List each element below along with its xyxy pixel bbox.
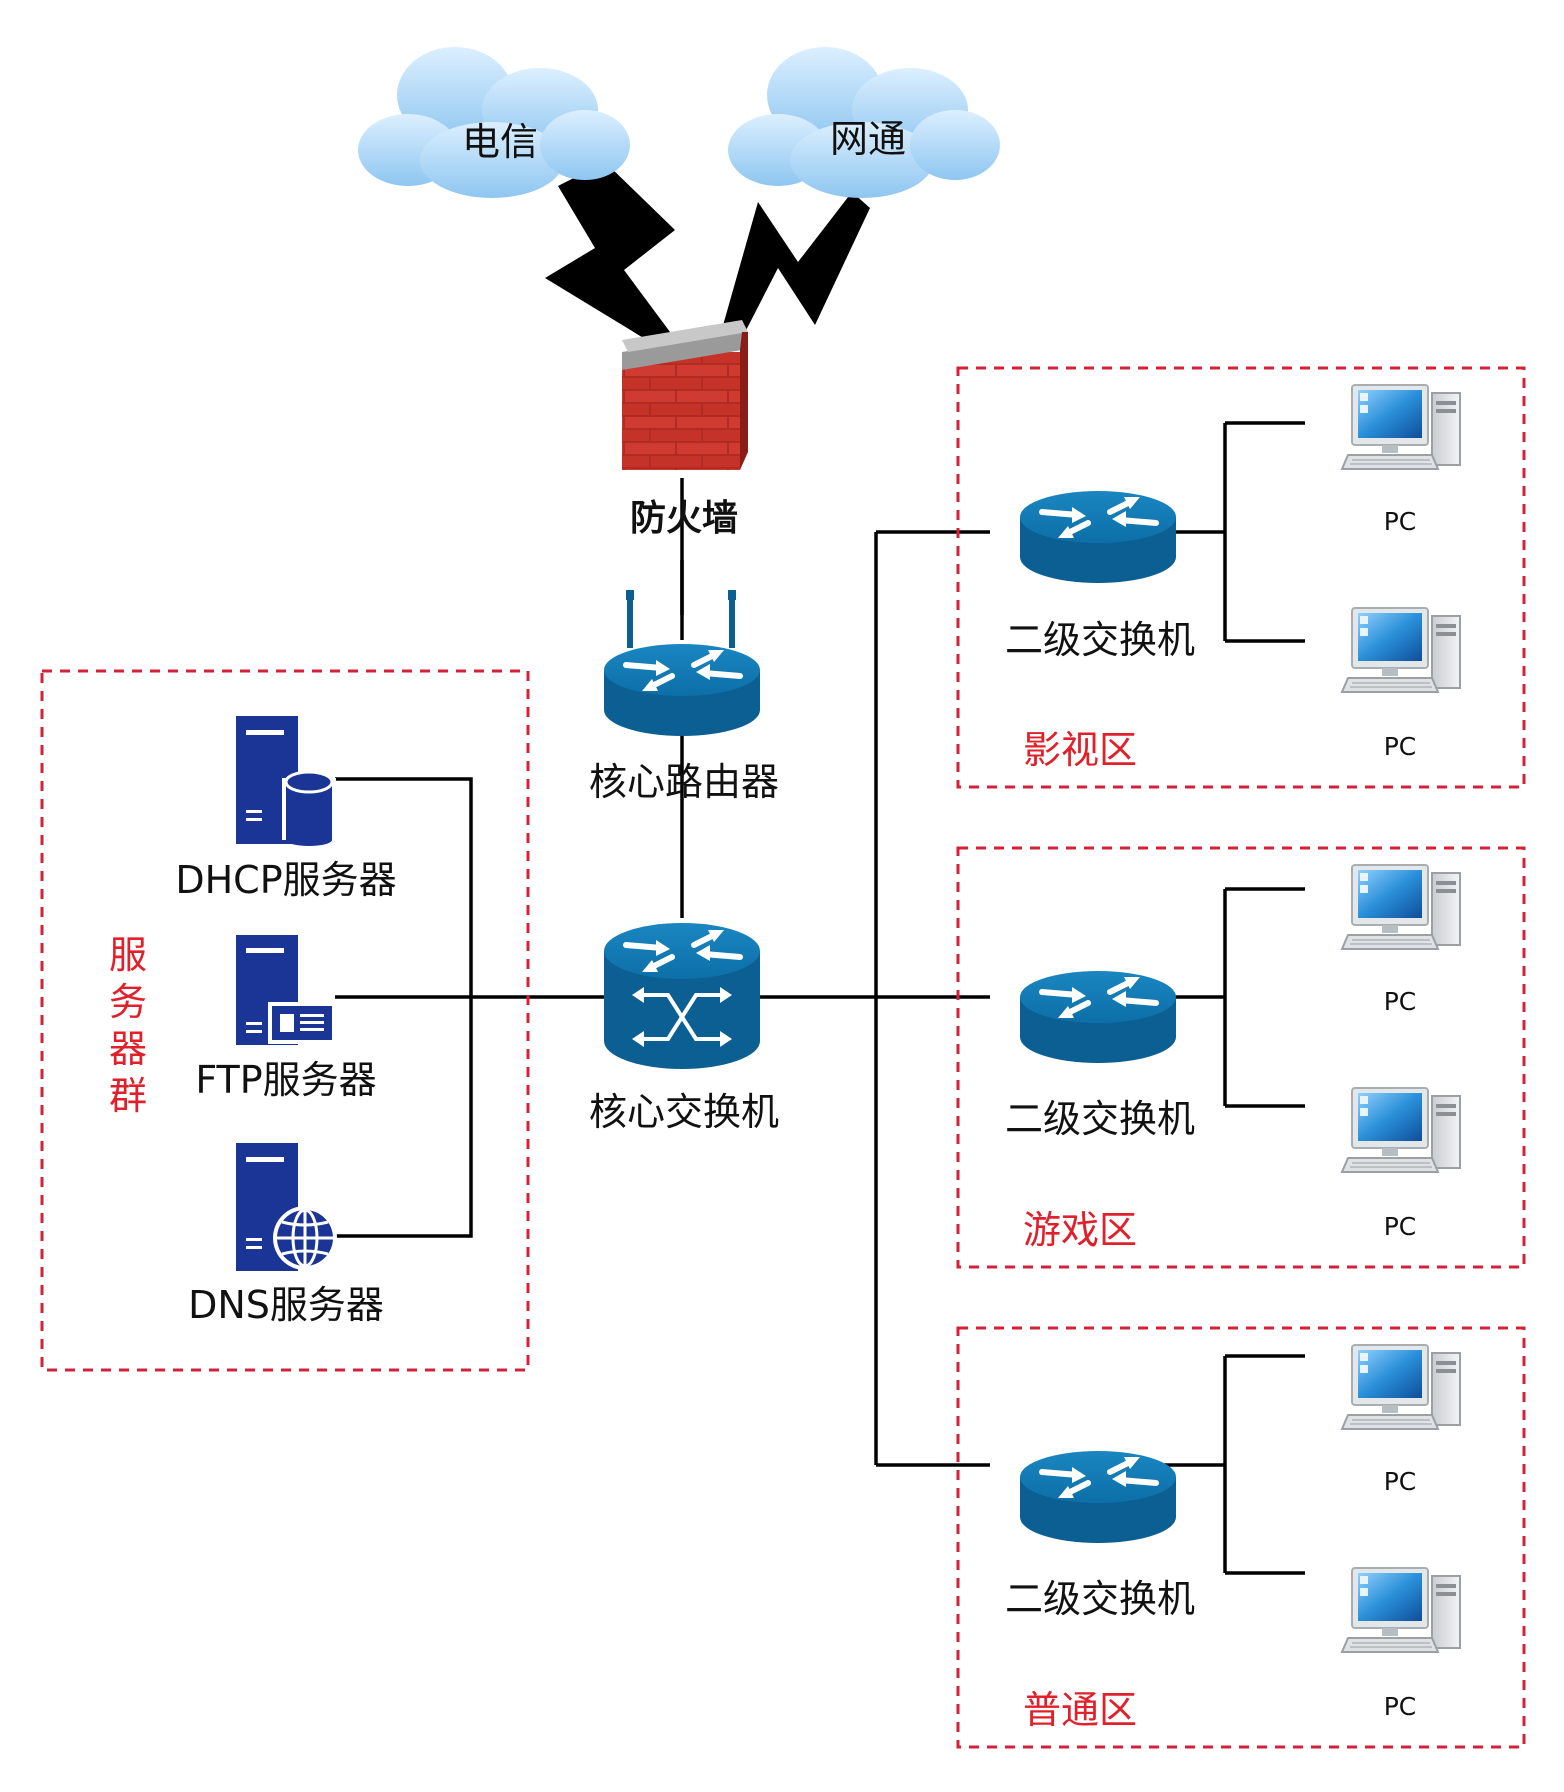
zone-game-border [956, 846, 1526, 1269]
zone-general: 二级交换机 普通区 PC PC [956, 1326, 1526, 1749]
dns-server: DNS服务器 [188, 1143, 384, 1327]
pc-label: PC [1384, 732, 1417, 761]
zone-general-label: 普通区 [1023, 1688, 1137, 1732]
ftp-server: FTP服务器 [195, 935, 377, 1102]
antenna-right-icon [728, 590, 736, 648]
server-group-label-char-2: 务 [109, 980, 147, 1024]
cloud-icon [358, 47, 630, 198]
firewall: 防火墙 [622, 320, 748, 539]
zone-general-border [956, 1326, 1526, 1749]
firewall-brick-icon [622, 320, 748, 470]
core-switch: 核心交换机 [589, 923, 779, 1134]
server-group-label-char-3: 器 [109, 1027, 147, 1071]
core-router-label: 核心路由器 [589, 760, 779, 804]
pc-icon [1341, 864, 1461, 950]
pc-label: PC [1384, 987, 1417, 1016]
zone-film-label: 影视区 [1023, 728, 1137, 772]
zone-general-switch-icon [1020, 1451, 1176, 1543]
cloud-telecom: 电信 [358, 47, 630, 198]
core-switch-icon [604, 923, 760, 1069]
dns-server-label: DNS服务器 [188, 1283, 384, 1327]
connections [335, 421, 1305, 1575]
zone-game-switch-icon [1020, 971, 1176, 1063]
cloud-netcom-label: 网通 [830, 117, 906, 161]
link-server-bus [335, 777, 473, 1238]
pc-icon [1341, 1344, 1461, 1430]
link-zone1-pcs [1146, 421, 1305, 643]
pc-label: PC [1384, 1467, 1417, 1496]
cloud-netcom: 网通 [728, 47, 1000, 198]
dns-server-globe-icon [236, 1143, 337, 1271]
cloud-telecom-label: 电信 [462, 120, 538, 164]
zone-film-switch-label: 二级交换机 [1005, 618, 1195, 662]
zone-game: 二级交换机 游戏区 PC PC [956, 846, 1526, 1269]
pc-icon [1341, 1087, 1461, 1173]
router-icon [604, 644, 760, 736]
server-group-border [40, 669, 530, 1372]
core-switch-label: 核心交换机 [589, 1090, 779, 1134]
firewall-label: 防火墙 [630, 498, 738, 539]
zone-film-switch-icon [1020, 491, 1176, 583]
link-zone3-pcs [1146, 1354, 1305, 1575]
antenna-left-icon [626, 590, 634, 648]
pc-label: PC [1384, 507, 1417, 536]
server-group: 服 务 器 群 DHCP服务器 [40, 669, 530, 1372]
ftp-server-label: FTP服务器 [195, 1058, 376, 1102]
lightning-bolt-left-icon [545, 162, 675, 345]
pc-label: PC [1384, 1212, 1417, 1241]
zone-game-label: 游戏区 [1023, 1208, 1137, 1252]
pc-icon [1341, 1567, 1461, 1653]
database-server-icon [236, 716, 336, 846]
zone-film: 二级交换机 影视区 PC PC [956, 366, 1526, 789]
dhcp-server-label: DHCP服务器 [175, 858, 396, 902]
web-server-icon [236, 935, 336, 1045]
zone-general-switch-label: 二级交换机 [1005, 1577, 1195, 1621]
server-group-label-char-1: 服 [109, 933, 147, 977]
zone-game-switch-label: 二级交换机 [1005, 1097, 1195, 1141]
pc-label: PC [1384, 1692, 1417, 1721]
lightning-bolt-right-icon [720, 192, 870, 342]
cloud-icon [728, 47, 1000, 198]
link-zone2-pcs [1146, 887, 1305, 1108]
zone-film-border [956, 366, 1526, 789]
dhcp-server: DHCP服务器 [175, 716, 397, 902]
pc-icon [1341, 607, 1461, 693]
pc-icon [1341, 384, 1461, 470]
core-router: 核心路由器 [589, 560, 779, 804]
link-core-to-zones [760, 530, 990, 1467]
server-group-label-char-4: 群 [109, 1074, 147, 1118]
